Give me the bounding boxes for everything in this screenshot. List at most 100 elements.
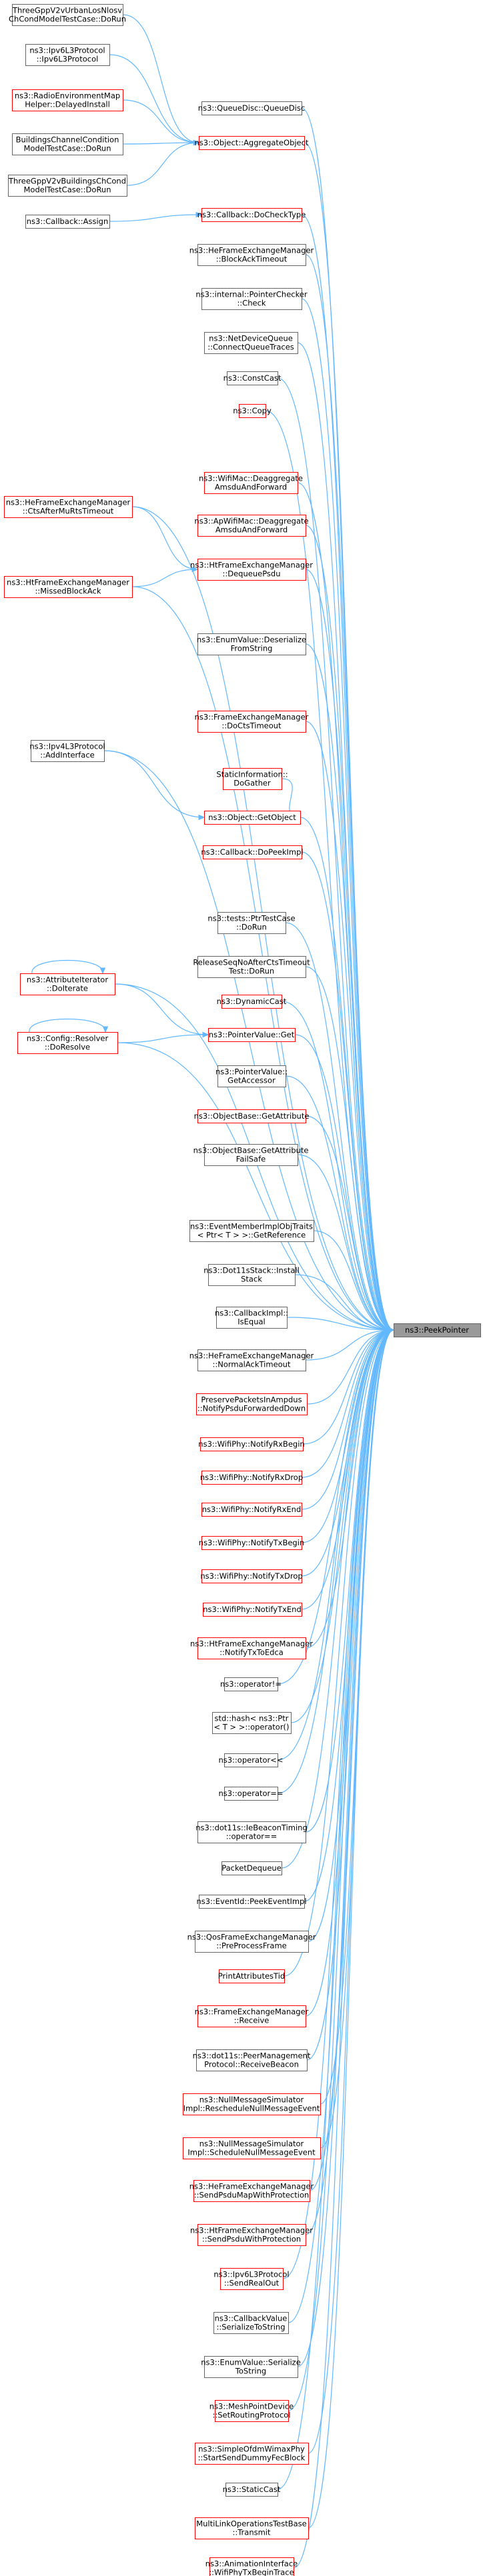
node-box (221, 995, 282, 1009)
node-n12[interactable]: ns3::NetDeviceQueue::ConnectQueueTraces (204, 332, 298, 354)
node-n62[interactable]: ns3::Ipv6L3Protocol::SendRealOut (213, 2268, 290, 2290)
node-n7[interactable]: ns3::QueueDisc::QueueDisc (198, 101, 305, 115)
node-n66[interactable]: ns3::SimpleOfdmWimaxPhy::StartSendDummyF… (195, 2443, 309, 2465)
node-label: ns3::QueueDisc::QueueDisc (198, 103, 305, 113)
node-n60[interactable]: ns3::HeFrameExchangeManager::SendPsduMap… (189, 2180, 314, 2202)
node-n14[interactable]: ns3::Copy (233, 404, 272, 418)
node-n17[interactable]: ns3::ApWifiMac::DeaggregateAmsduAndForwa… (194, 515, 309, 537)
node-n35[interactable]: ns3::EventMemberImplObjTraits< Ptr< T > … (189, 1220, 314, 1242)
node-label: ::SendPsduWithProtection (202, 2235, 301, 2244)
node-box (17, 1032, 118, 1054)
node-n29[interactable]: ns3::DynamicCast (217, 995, 287, 1009)
node-n39[interactable]: PreservePacketsInAmpdus::NotifyPsduForwa… (196, 1393, 308, 1415)
node-n59[interactable]: ns3::NullMessageSimulatorImpl::ScheduleN… (183, 2137, 321, 2159)
node-n19[interactable]: ns3::HtFrameExchangeManager::DequeuePsdu (190, 559, 313, 581)
node-n23[interactable]: StaticInformation::DoGather (216, 768, 288, 790)
node-n42[interactable]: ns3::WifiPhy::NotifyRxEnd (201, 1503, 302, 1517)
node-n37[interactable]: ns3::CallbackImpl::IsEqual (215, 1307, 288, 1329)
node-n43[interactable]: ns3::WifiPhy::NotifyTxBegin (199, 1536, 304, 1550)
edge-n63-focus (288, 1329, 394, 2323)
node-label: DoGather (233, 779, 271, 788)
node-n30[interactable]: ns3::PointerValue::Get (208, 1028, 296, 1042)
node-n69[interactable]: ns3::AnimationInterface::WifiPhyTxBeginT… (205, 2557, 298, 2576)
node-n68[interactable]: MultiLinkOperationsTestBase::Transmit (195, 2517, 309, 2539)
node-n47[interactable]: ns3::operator!= (220, 1677, 282, 1691)
node-box (201, 288, 302, 310)
node-label: ::Receive (234, 2016, 270, 2025)
node-n26[interactable]: ns3::tests::PtrTestCase::DoRun (207, 912, 296, 934)
node-n38[interactable]: ns3::HeFrameExchangeManager::NormalAckTi… (189, 1349, 314, 1371)
node-n51[interactable]: ns3::dot11s::IeBeaconTiming::operator== (195, 1821, 308, 1843)
edge-layer (29, 14, 395, 2569)
node-n9[interactable]: ns3::Callback::DoCheckType (197, 208, 306, 222)
node-n25[interactable]: ns3::Callback::DoPeekImpl (201, 845, 304, 859)
node-n15[interactable]: ns3::HeFrameExchangeManager::CtsAfterMuR… (4, 496, 133, 518)
node-n63[interactable]: ns3::CallbackValue::SerializeToString (213, 2312, 289, 2334)
node-label: ns3::Dot11sStack::Install (203, 1266, 300, 1275)
node-n40[interactable]: ns3::WifiPhy::NotifyRxBegin (198, 1437, 305, 1451)
node-box (197, 1637, 306, 1659)
node-n54[interactable]: ns3::QosFrameExchangeManager::PreProcess… (187, 1931, 316, 1953)
node-n28[interactable]: ns3::AttributeIterator::DoIterate (20, 973, 115, 995)
node-n10[interactable]: ns3::HeFrameExchangeManager::BlockAckTim… (189, 244, 314, 266)
node-n3[interactable]: ns3::RadioEnvironmentMapHelper::DelayedI… (12, 89, 123, 111)
node-box (197, 515, 306, 537)
node-n57[interactable]: ns3::dot11s::PeerManagementProtocol::Rec… (193, 2049, 311, 2071)
node-box (195, 2443, 309, 2465)
node-n67[interactable]: ns3::StaticCast (223, 2483, 281, 2497)
node-n6[interactable]: ns3::Callback::Assign (25, 215, 110, 229)
node-label: ::SerializeToString (216, 2323, 285, 2332)
node-n53[interactable]: ns3::EventId::PeekEventImpl (196, 1895, 307, 1909)
node-n18[interactable]: ns3::HtFrameExchangeManager::MissedBlock… (4, 576, 133, 598)
node-label: ThreeGppV2vUrbanLosNlosv (12, 6, 122, 15)
node-label: ns3::EnumValue::Serialize (201, 2358, 301, 2367)
node-label: ns3::Ipv6L3Protocol (213, 2270, 289, 2279)
node-box (183, 2137, 321, 2159)
node-box (197, 633, 306, 655)
node-n2[interactable]: ns3::Ipv6L3Protocol::Ipv6L3Protocol (25, 44, 110, 66)
edge-n42-focus (301, 1329, 394, 1510)
node-n13[interactable]: ns3::ConstCast (223, 371, 282, 385)
node-n45[interactable]: ns3::WifiPhy::NotifyTxEnd (203, 1603, 302, 1617)
node-box (217, 1065, 286, 1087)
node-n4[interactable]: BuildingsChannelConditionModelTestCase::… (12, 133, 123, 155)
node-n32[interactable]: ns3::PointerValue::GetAccessor (215, 1065, 288, 1087)
node-label: ns3::NullMessageSimulator (199, 2139, 304, 2149)
node-label: ::MissedBlockAck (35, 587, 101, 596)
node-n21[interactable]: ns3::FrameExchangeManager::DoCtsTimeout (195, 711, 309, 733)
node-n64[interactable]: ns3::EnumValue::SerializeToString (201, 2356, 301, 2378)
node-n56[interactable]: ns3::FrameExchangeManager::Receive (195, 2005, 309, 2027)
node-box (224, 1787, 278, 1801)
node-n58[interactable]: ns3::NullMessageSimulatorImpl::Reschedul… (183, 2093, 321, 2115)
node-n48[interactable]: std::hash< ns3::Ptr< T > >::operator() (212, 1712, 292, 1734)
node-box (25, 44, 110, 66)
edge-n40-focus (302, 1329, 394, 1445)
node-n49[interactable]: ns3::operator<< (218, 1753, 284, 1767)
edge-n48-focus (290, 1329, 394, 1723)
node-n41[interactable]: ns3::WifiPhy::NotifyRxDrop (200, 1471, 303, 1485)
node-n65[interactable]: ns3::MeshPointDevice::SetRoutingProtocol (209, 2400, 294, 2422)
node-label: MultiLinkOperationsTestBase (196, 2519, 307, 2529)
edge-n25-focus (301, 851, 394, 1331)
node-n22[interactable]: ns3::Ipv4L3Protocol::AddInterface (29, 740, 105, 762)
node-label: ns3::operator<< (218, 1755, 283, 1765)
node-n11[interactable]: ns3::internal::PointerChecker::Check (195, 288, 308, 310)
node-n33[interactable]: ns3::ObjectBase::GetAttribute (194, 1109, 310, 1123)
node-n46[interactable]: ns3::HtFrameExchangeManager::NotifyTxToE… (190, 1637, 313, 1659)
node-n1[interactable]: ThreeGppV2vUrbanLosNlosvChCondModelTestC… (9, 4, 126, 26)
node-n50[interactable]: ns3::operator== (218, 1787, 284, 1801)
node-n44[interactable]: ns3::WifiPhy::NotifyTxDrop (200, 1569, 303, 1583)
node-n24[interactable]: ns3::Object::GetObject (204, 811, 301, 825)
node-label: ::Ipv6L3Protocol (37, 55, 99, 64)
node-n55[interactable]: PrintAttributesTid (218, 1969, 285, 1983)
node-n31[interactable]: ns3::Config::Resolver::DoResolve (17, 1032, 118, 1054)
node-n52[interactable]: PacketDequeue (221, 1861, 282, 1875)
node-n61[interactable]: ns3::HtFrameExchangeManager::SendPsduWit… (190, 2224, 313, 2246)
node-n5[interactable]: ThreeGppV2vBuildingsChCondModelTestCase:… (8, 175, 127, 197)
node-n8[interactable]: ns3::Object::AggregateObject (195, 136, 309, 150)
